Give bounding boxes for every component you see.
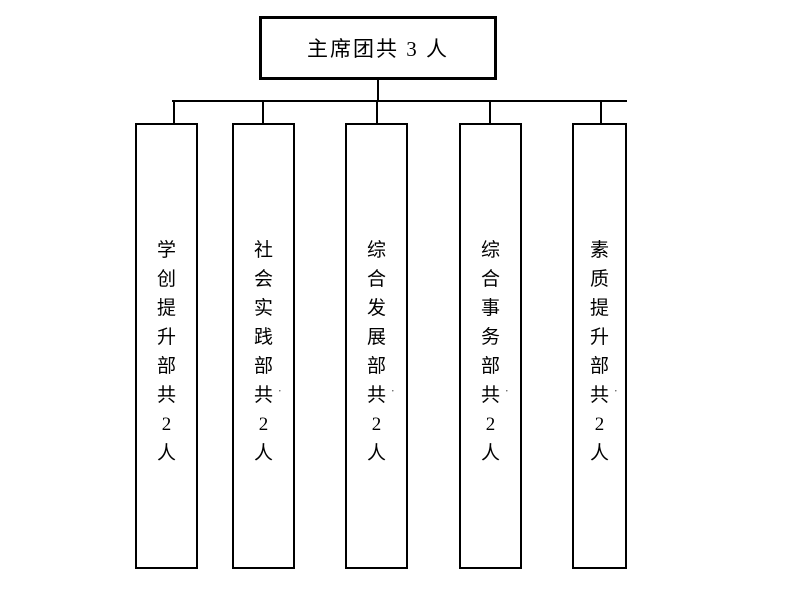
dept-char: 事 — [480, 298, 500, 319]
dept-char: 共 — [156, 385, 176, 406]
dept-char: 展 — [366, 327, 386, 348]
dept-char: 2 — [371, 414, 382, 435]
dept-char: 素 — [589, 240, 609, 261]
connector-drop-2 — [262, 100, 264, 124]
dept-char: 合 — [366, 269, 386, 290]
dept-char: 合 — [480, 269, 500, 290]
dept-char: 升 — [156, 327, 176, 348]
dept-char: 2 — [258, 414, 269, 435]
dept-char: 提 — [156, 298, 176, 319]
dept-node-3: 综合发展部共· 2 人 — [345, 123, 408, 569]
dept-label: 综合发展部共· 2 人 — [366, 236, 395, 468]
dept-char: 社 — [253, 240, 273, 261]
dept-label: 素质提升部共· 2 人 — [589, 236, 618, 468]
dept-char: 部 — [480, 356, 500, 377]
dept-char: 人 — [253, 443, 273, 464]
dept-char: 人 — [589, 443, 609, 464]
dept-char: 人 — [480, 443, 500, 464]
dept-char: 共· — [253, 383, 282, 406]
connector-drop-5 — [600, 100, 602, 124]
dept-char: 部 — [253, 356, 273, 377]
space-dot-mark: · — [613, 383, 618, 398]
dept-char: 实 — [253, 298, 273, 319]
root-node: 主席团共 3 人 — [259, 16, 497, 80]
dept-char: 提 — [589, 298, 609, 319]
dept-char: 务 — [480, 327, 500, 348]
dept-char: 共· — [366, 383, 395, 406]
dept-node-4: 综合事务部共· 2 人 — [459, 123, 522, 569]
dept-char: 学 — [156, 240, 176, 261]
dept-char: 人 — [366, 443, 386, 464]
connector-drop-3 — [376, 100, 378, 124]
dept-char: 人 — [156, 443, 176, 464]
dept-char: 创 — [156, 269, 176, 290]
dept-char: 发 — [366, 298, 386, 319]
connector-drop-1 — [173, 100, 175, 124]
dept-char: 质 — [589, 269, 609, 290]
dept-char: 践 — [253, 327, 273, 348]
dept-label: 学创提升部共 2 人 — [157, 236, 176, 468]
dept-char: 共· — [480, 383, 509, 406]
dept-label: 社会实践部共· 2 人 — [253, 236, 282, 468]
dept-char: 共· — [589, 383, 618, 406]
connector-drop-4 — [489, 100, 491, 124]
dept-char: 部 — [366, 356, 386, 377]
dept-char: 综 — [366, 240, 386, 261]
dept-node-1: 学创提升部共 2 人 — [135, 123, 198, 569]
connector-stem — [377, 80, 379, 102]
dept-char: 部 — [589, 356, 609, 377]
dept-char: 部 — [156, 356, 176, 377]
dept-char: 综 — [480, 240, 500, 261]
dept-label: 综合事务部共· 2 人 — [480, 236, 509, 468]
connector-horizontal-bar — [172, 100, 627, 102]
dept-node-2: 社会实践部共· 2 人 — [232, 123, 295, 569]
dept-char: 会 — [253, 269, 273, 290]
dept-char: 2 — [161, 414, 172, 435]
dept-node-5: 素质提升部共· 2 人 — [572, 123, 627, 569]
dept-char: 升 — [589, 327, 609, 348]
space-dot-mark: · — [277, 383, 282, 398]
space-dot-mark: · — [504, 383, 509, 398]
dept-char: 2 — [485, 414, 496, 435]
space-dot-mark: · — [390, 383, 395, 398]
dept-char: 2 — [594, 414, 605, 435]
root-node-label: 主席团共 3 人 — [307, 37, 449, 61]
